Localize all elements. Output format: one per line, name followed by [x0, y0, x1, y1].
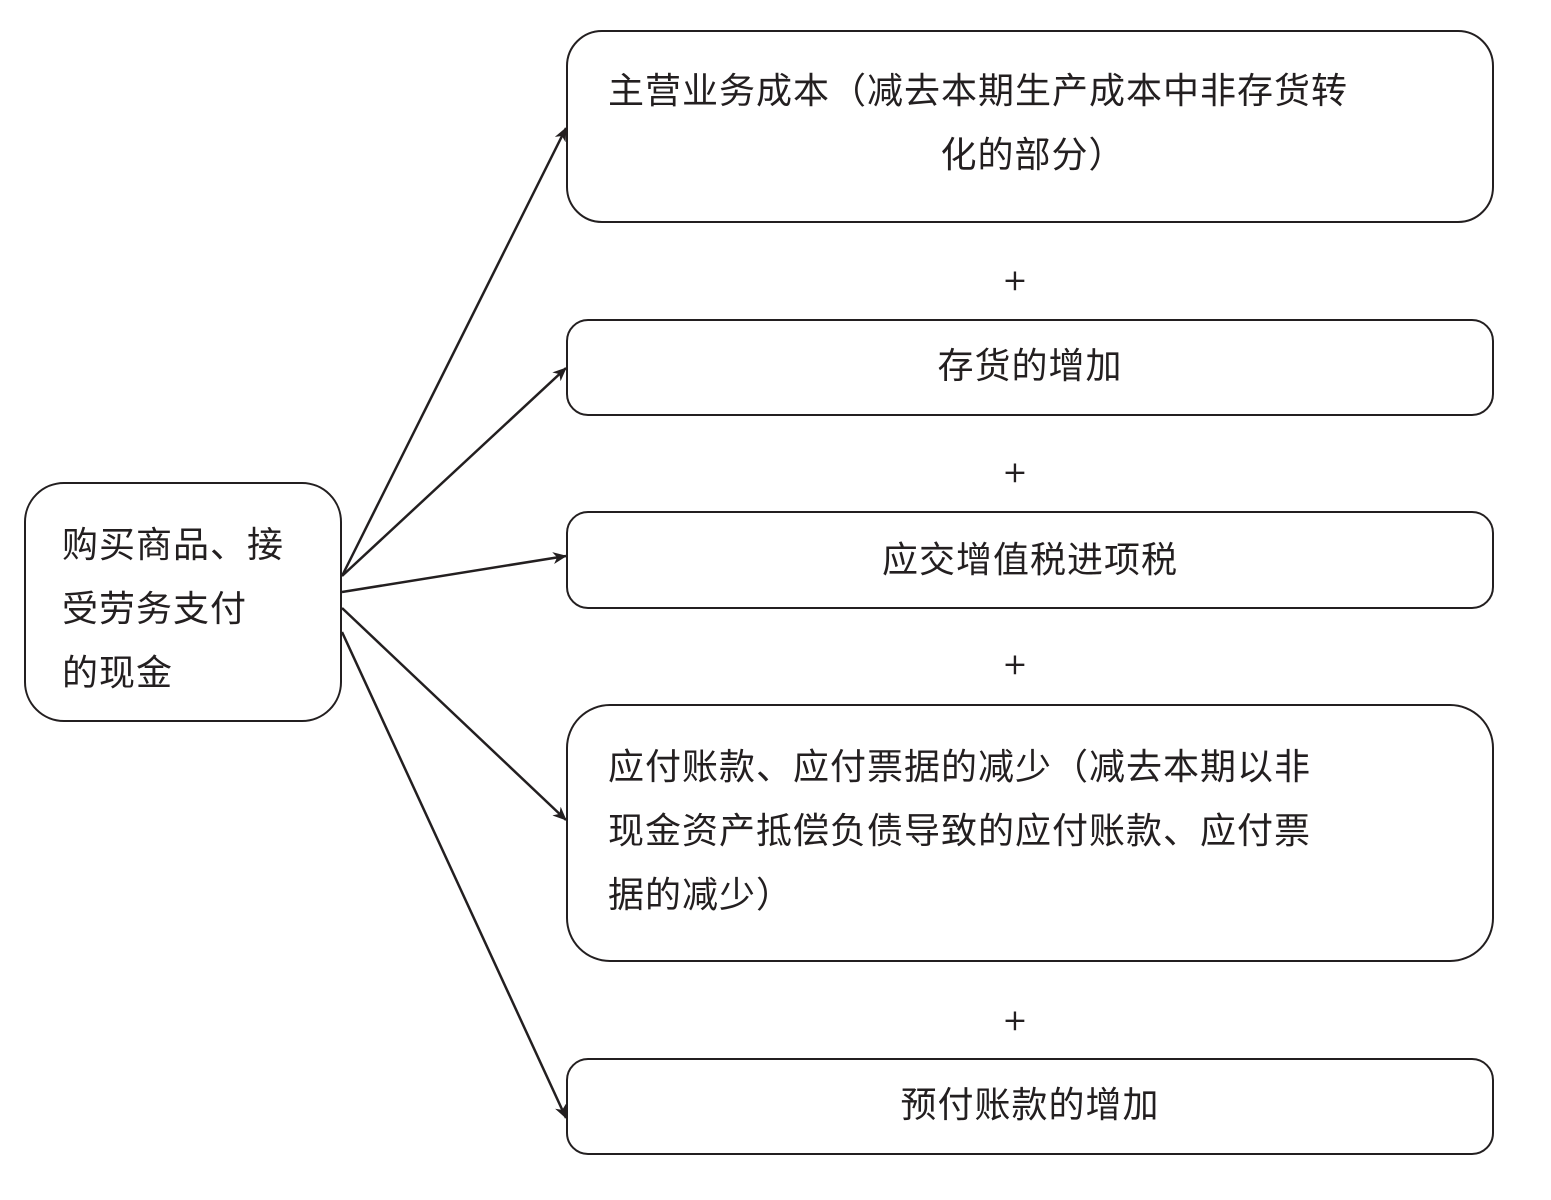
target-node-text: 应交增值税进项税 — [881, 540, 1178, 581]
target-node-text: 预付账款的增加 — [900, 1085, 1160, 1126]
source-node-cash-paid: 购买商品、接 受劳务支付 的现金 — [24, 482, 342, 722]
target-node-text: 存货的增加 — [937, 346, 1123, 387]
target-node-payables-decrease: 应付账款、应付票据的减少（减去本期以非 现金资产抵偿负债导致的应付账款、应付票 … — [566, 704, 1494, 962]
source-line: 的现金 — [62, 653, 174, 694]
arrow-to-main-business-cost — [340, 127, 568, 577]
target-line: 据的减少） — [608, 875, 794, 916]
target-node-text: 应付账款、应付票据的减少（减去本期以非 现金资产抵偿负债导致的应付账款、应付票 … — [608, 736, 1458, 928]
target-node-input-vat: 应交增值税进项税 — [566, 511, 1494, 609]
arrow-to-payables-decrease — [341, 607, 567, 821]
target-node-main-business-cost: 主营业务成本（减去本期生产成本中非存货转 化的部分） — [566, 30, 1494, 223]
target-line: 现金资产抵偿负债导致的应付账款、应付票 — [608, 811, 1312, 852]
source-line: 受劳务支付 — [62, 589, 248, 630]
target-node-text: 主营业务成本（减去本期生产成本中非存货转 化的部分） — [608, 60, 1458, 188]
plus-operator: + — [1002, 647, 1028, 682]
target-line: 主营业务成本（减去本期生产成本中非存货转 — [608, 71, 1349, 112]
plus-operator: + — [1002, 455, 1028, 490]
arrow-to-inventory-increase — [341, 367, 567, 577]
target-line: 化的部分） — [940, 135, 1126, 176]
plus-operator: + — [1002, 263, 1028, 298]
source-node-text: 购买商品、接 受劳务支付 的现金 — [62, 514, 312, 706]
target-line: 应付账款、应付票据的减少（减去本期以非 — [608, 747, 1312, 788]
target-node-inventory-increase: 存货的增加 — [566, 319, 1494, 416]
plus-operator: + — [1002, 1003, 1028, 1038]
arrow-to-prepayment-increase — [340, 631, 568, 1119]
arrow-to-input-vat — [341, 552, 567, 594]
source-line: 购买商品、接 — [62, 525, 285, 566]
target-node-prepayment-increase: 预付账款的增加 — [566, 1058, 1494, 1155]
